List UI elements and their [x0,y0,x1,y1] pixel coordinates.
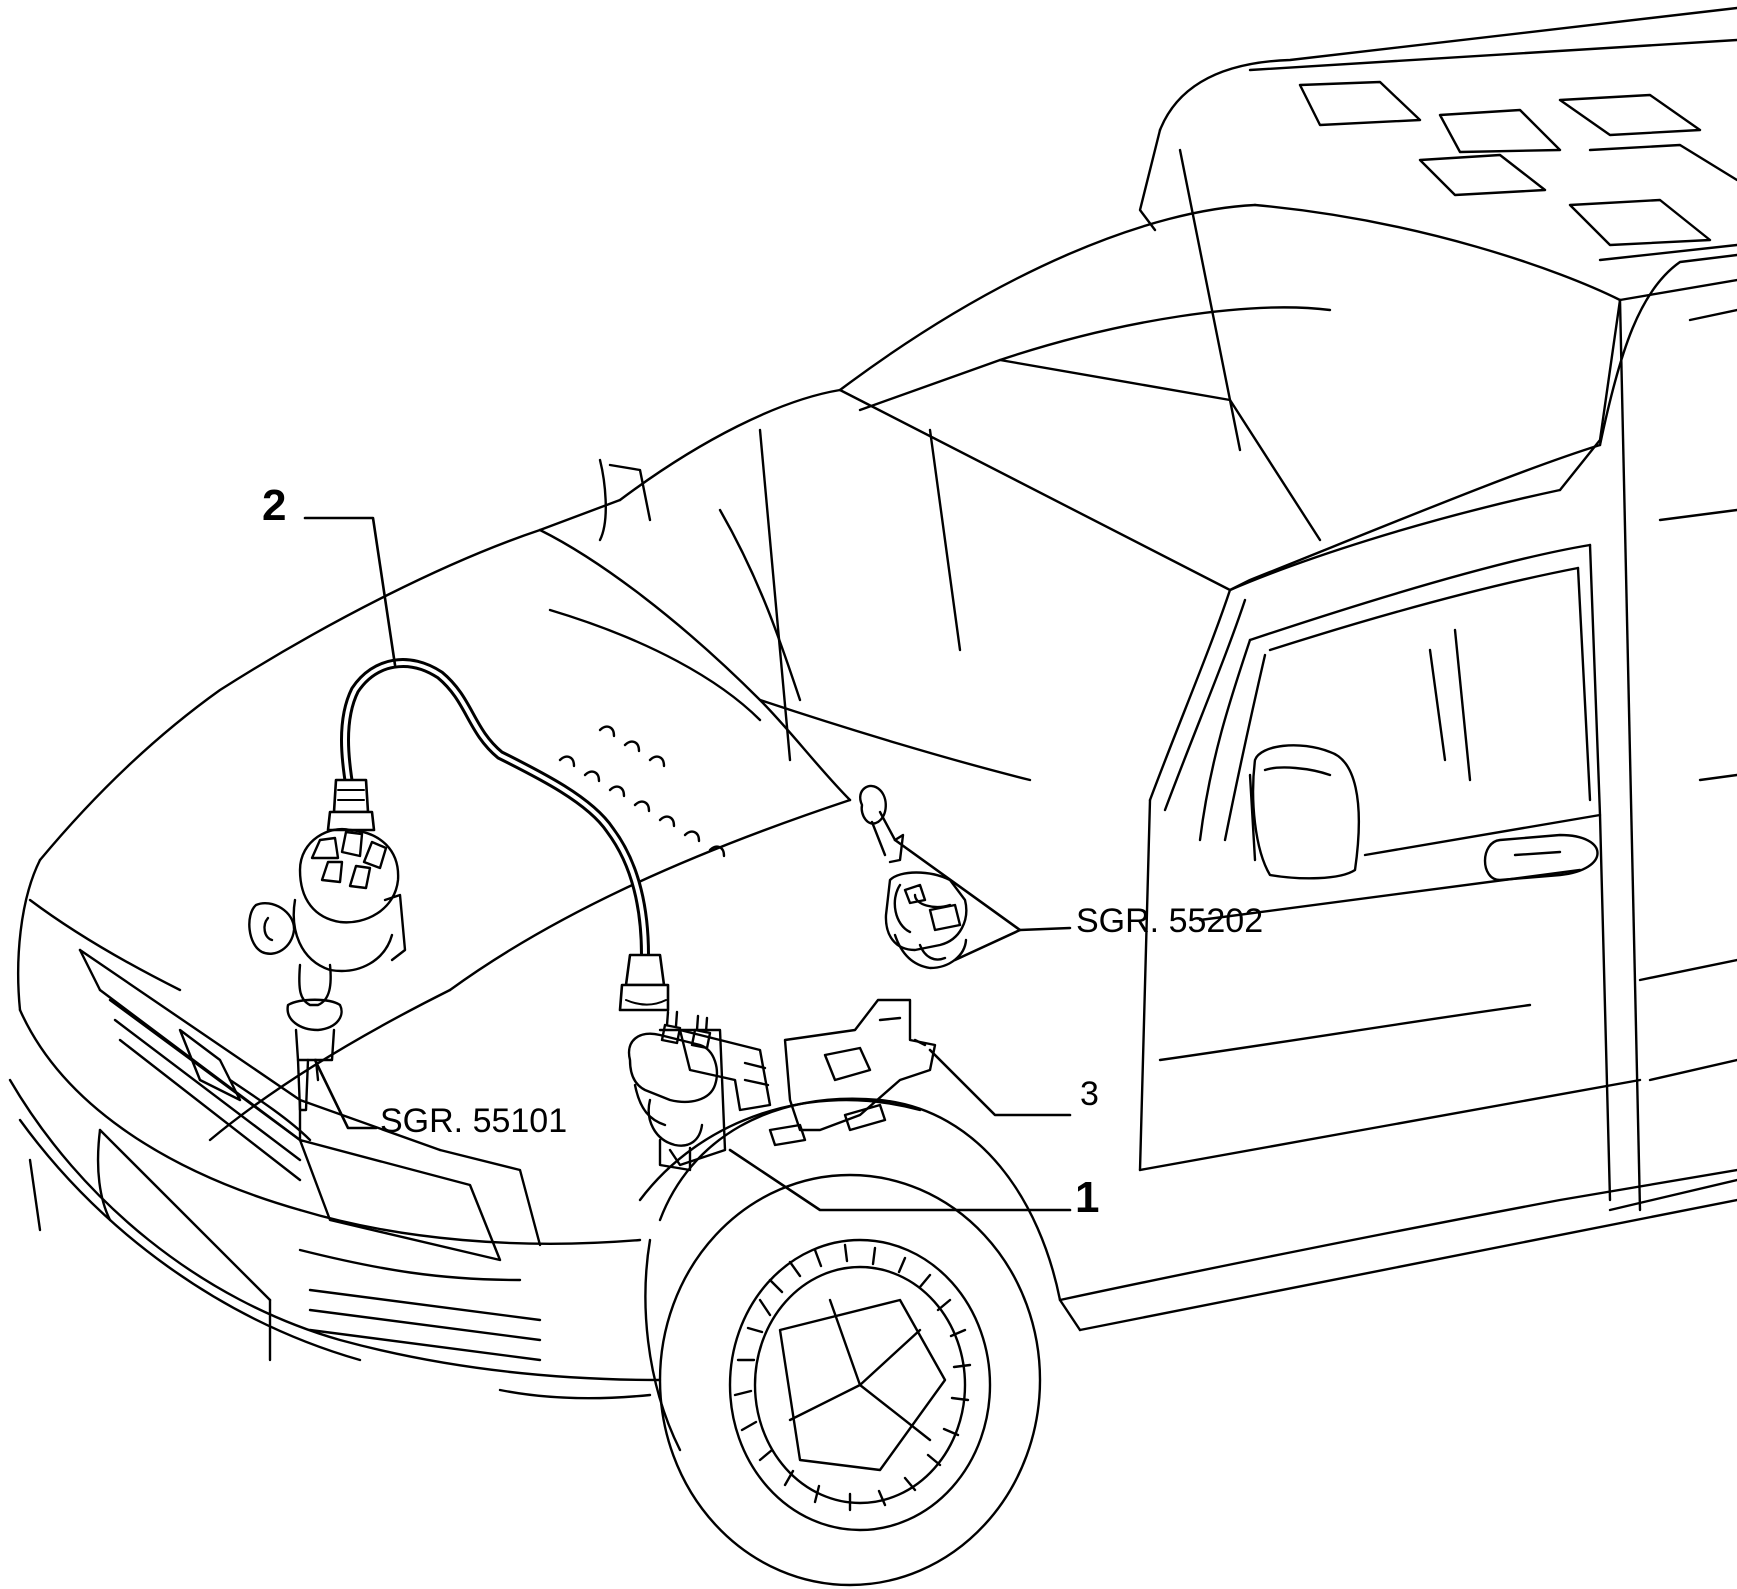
distributor-assembly [248,827,407,1112]
leader-part-2 [303,516,397,667]
callout-3: 3 [1080,1075,1099,1113]
leader-lines [303,516,1072,1212]
part-2-ignition-lead [326,658,670,1012]
leader-part-1 [728,1148,1072,1212]
callout-2: 2 [262,481,286,530]
ignition-switch-assembly [859,784,968,970]
callout-sgr-55202: SGR. 55202 [1076,902,1263,940]
part-1-ignition-module [627,1010,772,1172]
part-3-bracket [768,998,937,1147]
leader-part-3 [928,1048,1072,1117]
leader-sgr-55101 [313,1058,378,1130]
vehicle-body [8,6,1737,1452]
callout-sgr-55101: SGR. 55101 [380,1102,567,1140]
hood-vents [558,725,726,858]
callout-1: 1 [1075,1173,1099,1222]
grille [108,998,312,1182]
front-wheel [658,1173,1042,1587]
